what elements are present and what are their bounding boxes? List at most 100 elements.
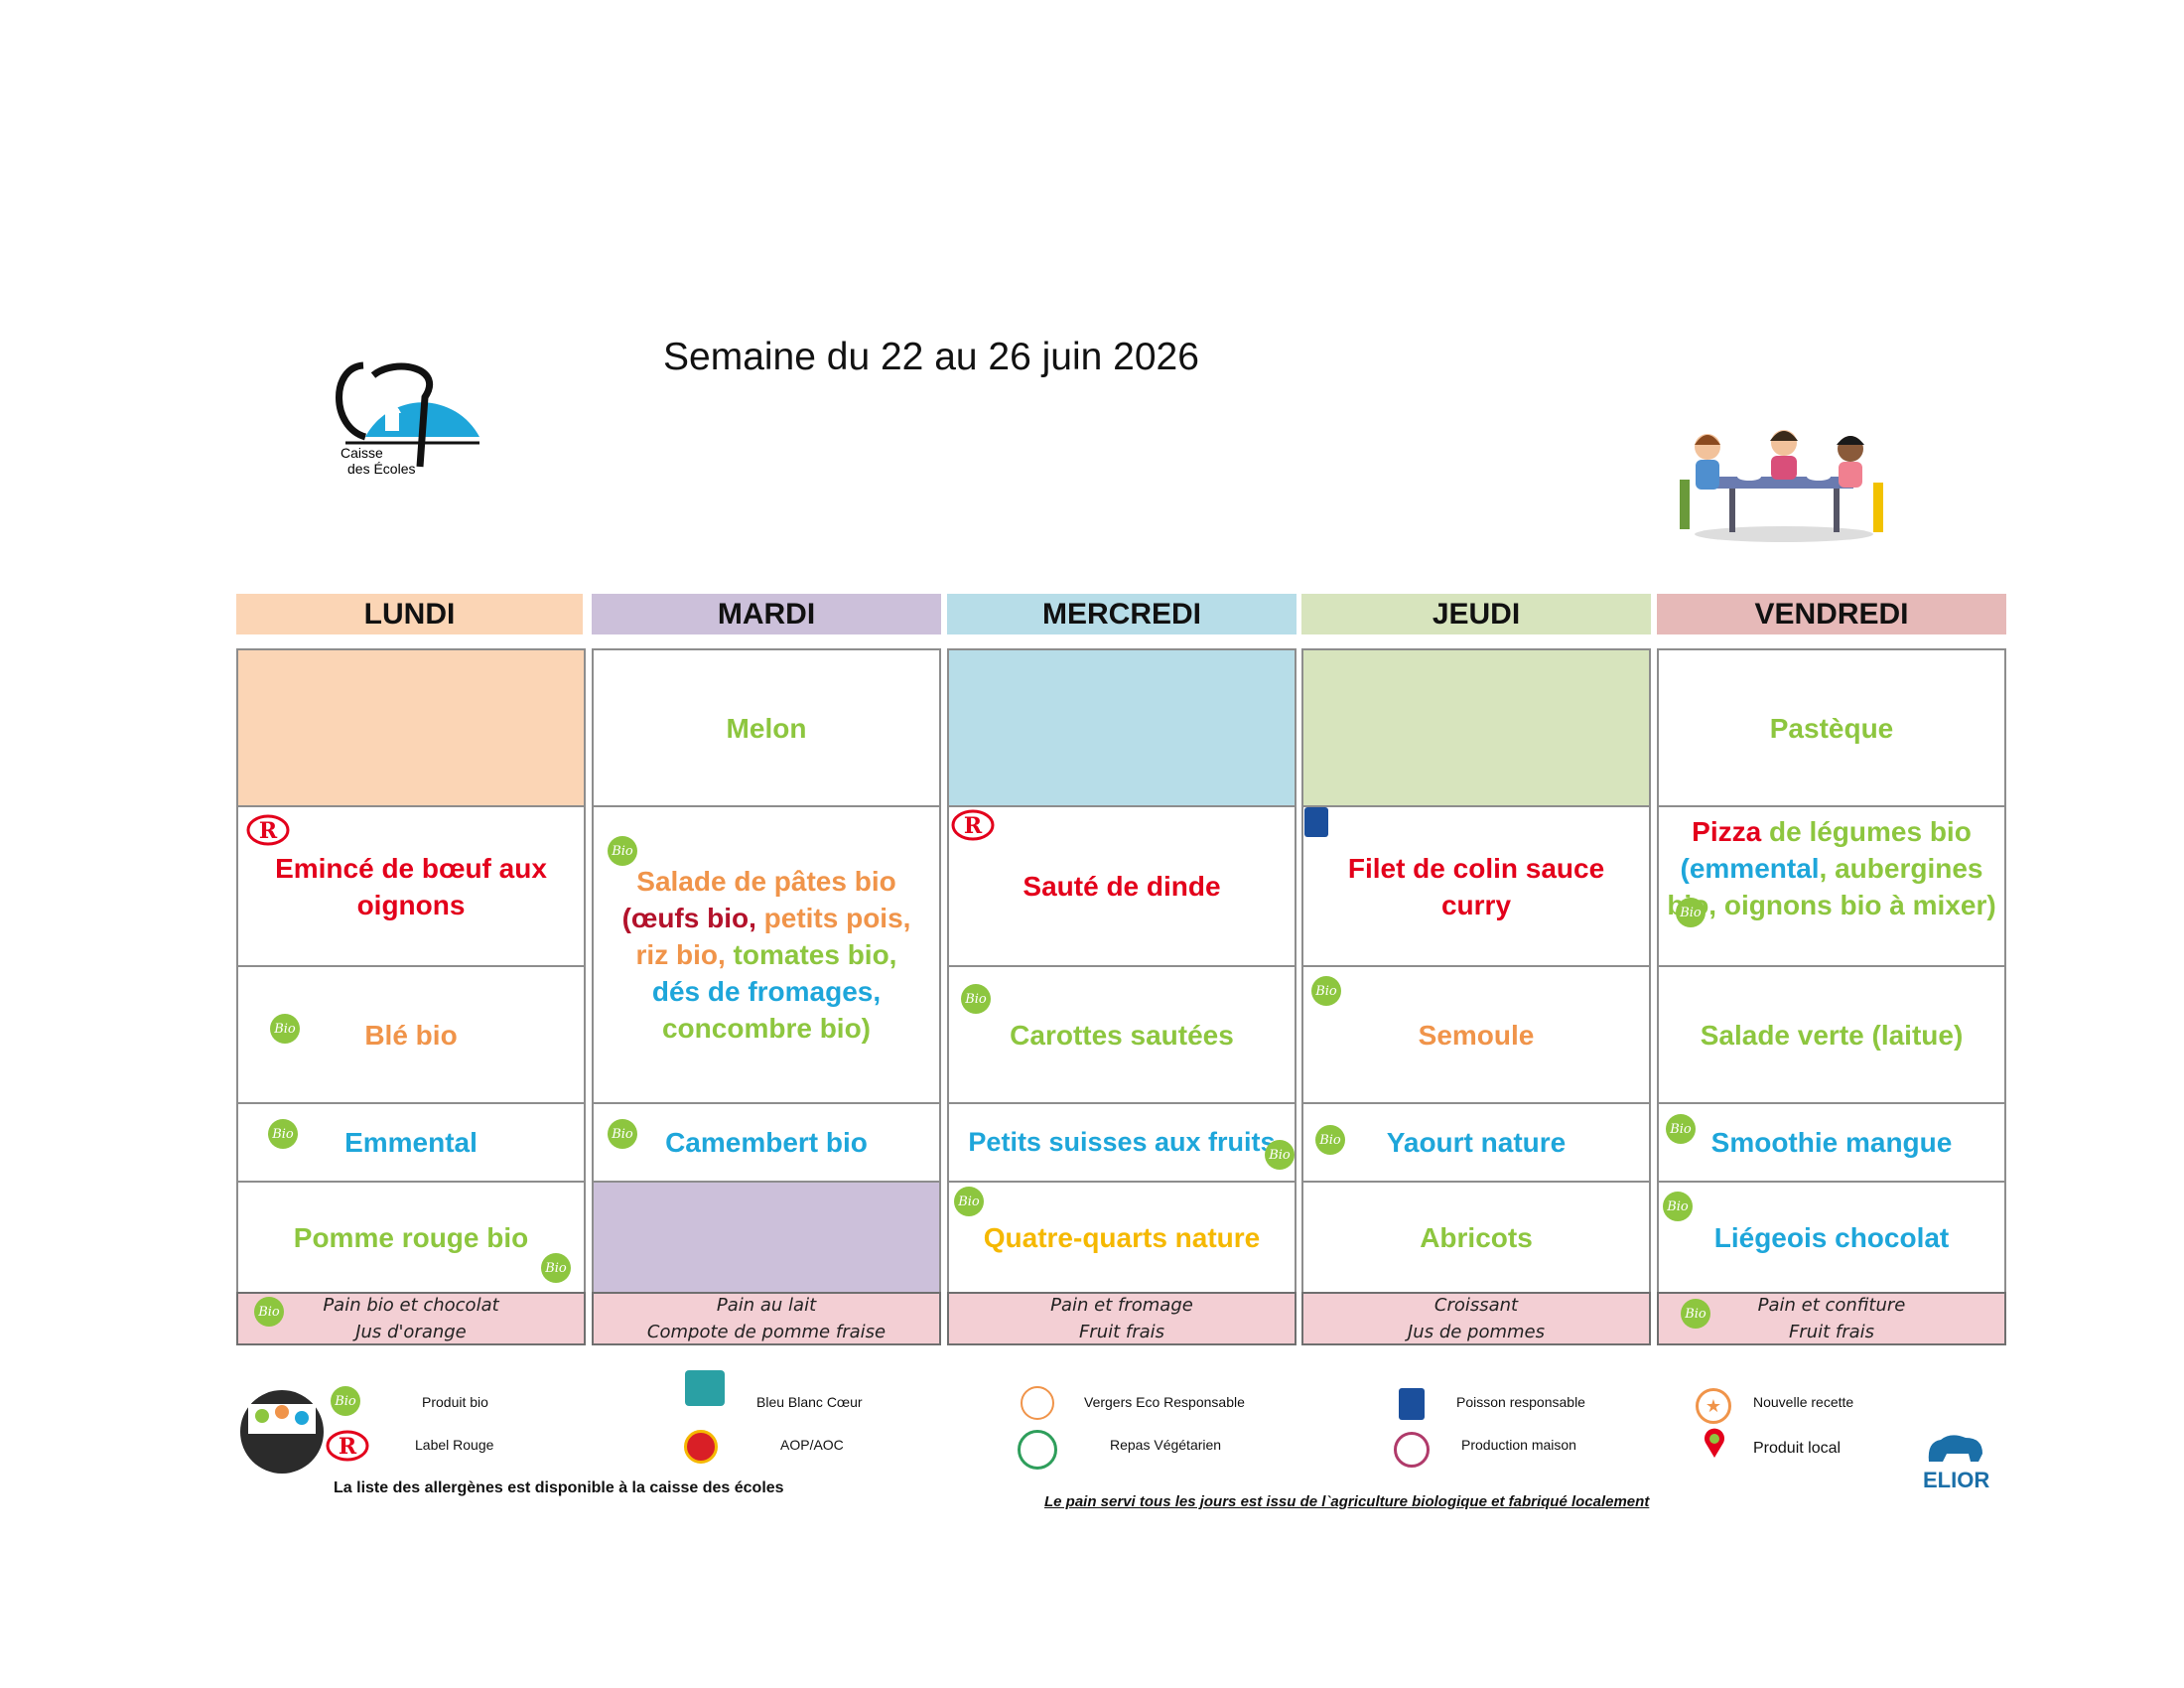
legend-aop-label: AOP/AOC [780,1437,844,1453]
caisse-des-ecoles-logo: Caisse des Écoles [326,357,484,477]
poisson-responsable-icon [1399,1388,1425,1420]
vendredi-main-part-d: , aubergines bio, oignons bio à mixer) [1667,853,1996,920]
vendredi-dessert-text: Liégeois chocolat [1713,1221,1950,1253]
lundi-snack-line1: Pain bio et chocolat [323,1295,499,1316]
vendredi-dairy-text: Smoothie mangue [1710,1127,1953,1158]
mardi-main: Salade de pâtes bio (œufs bio, petits po… [592,805,941,1104]
jeudi-dairy-text: Yaourt nature [1386,1127,1567,1158]
lundi-starter-empty [236,648,586,807]
mercredi-side-text: Carottes sautées [1010,1019,1234,1051]
mercredi-snack-line1: Pain et fromage [1050,1295,1193,1316]
jeudi-snack-line1: Croissant [1433,1295,1519,1316]
label-rouge-icon: R [246,814,290,846]
svg-text:R: R [964,813,983,839]
mardi-snack-line2: Compote de pomme fraise [646,1322,887,1342]
day-header-mardi: MARDI [592,594,941,634]
logo-line2: des Écoles [347,461,416,477]
mardi-dessert-empty [592,1181,941,1294]
jeudi-main-text: Filet de colin sauce curry [1347,852,1605,920]
mercredi-dairy-text: Petits suisses aux fruits [968,1127,1276,1157]
mardi-main-part-a: Salade de pâtes bio [636,866,896,897]
mardi-main-part-f: dés de fromages, [651,976,882,1007]
poisson-responsable-icon [1304,807,1328,837]
vendredi-starter: Pastèque [1657,648,2006,807]
vendredi-dairy: Smoothie mangue [1657,1102,2006,1183]
vendredi-snack-line1: Pain et confiture [1757,1295,1906,1316]
lundi-dessert: Pomme rouge bio [236,1181,586,1294]
nouvelle-recette-icon: ★ [1696,1388,1731,1424]
bio-icon: Bio [961,984,991,1014]
mercredi-dessert-text: Quatre-quarts nature [983,1221,1261,1253]
elior-text: ELIOR [1923,1468,1990,1492]
bio-icon: Bio [1311,976,1341,1006]
vendredi-snack: Pain et confiture Fruit frais [1657,1292,2006,1345]
production-maison-icon [1394,1432,1430,1468]
vendredi-snack-line2: Fruit frais [1788,1322,1875,1342]
mardi-starter-text: Melon [726,712,807,744]
bio-icon: Bio [270,1014,300,1044]
vendredi-main-part-c: (emmental [1680,853,1820,884]
bio-icon: Bio [1676,898,1706,927]
legend-bbc-label: Bleu Blanc Cœur [756,1394,863,1410]
legend-bio-label: Produit bio [422,1394,488,1410]
jeudi-dessert-text: Abricots [1420,1221,1533,1253]
mardi-snack: Pain au lait Compote de pomme fraise [592,1292,941,1345]
jeudi-starter-empty [1301,648,1651,807]
bleu-blanc-coeur-icon [685,1370,725,1406]
bio-icon: Bio [331,1386,360,1416]
du-pain-plein-la-assiette-logo [240,1390,324,1474]
mercredi-main: Sauté de dinde [947,805,1297,967]
vendredi-side: Salade verte (laitue) [1657,965,2006,1104]
bio-icon: Bio [608,1119,637,1149]
bio-icon: Bio [254,1297,284,1327]
lundi-dairy-text: Emmental [344,1127,478,1158]
jeudi-side-text: Semoule [1418,1019,1535,1051]
vege-icon [1018,1430,1057,1470]
logo-line1: Caisse [341,445,383,461]
bio-icon: Bio [608,836,637,866]
aop-icon [684,1430,718,1464]
bio-icon: Bio [541,1253,571,1283]
produit-local-icon [1703,1428,1726,1458]
elior-logo: ELIOR [1921,1432,1990,1495]
mercredi-snack-line2: Fruit frais [1078,1322,1165,1342]
vendredi-main-part-a: Pizza [1692,816,1762,847]
children-eating-illustration [1670,425,1898,544]
mardi-dairy: Camembert bio [592,1102,941,1183]
vendredi-main-part-b: de légumes bio [1768,816,1972,847]
lundi-dessert-text: Pomme rouge bio [293,1221,529,1253]
jeudi-snack: Croissant Jus de pommes [1301,1292,1651,1345]
lundi-snack: Pain bio et chocolat Jus d'orange [236,1292,586,1345]
allergenes-note: La liste des allergènes est disponible à… [334,1479,784,1496]
legend-label-rouge-label: Label Rouge [415,1437,494,1453]
mardi-snack-line1: Pain au lait [716,1295,817,1316]
day-header-mercredi: MERCREDI [947,594,1297,634]
mardi-main-part-b: (œufs bio, [621,903,756,933]
jeudi-dessert: Abricots [1301,1181,1651,1294]
mercredi-dessert: Quatre-quarts nature [947,1181,1297,1294]
legend-vege-label: Repas Végétarien [1110,1437,1222,1453]
legend-nouvelle-label: Nouvelle recette [1753,1394,1854,1410]
vergers-eco-icon [1021,1386,1054,1420]
mercredi-main-text: Sauté de dinde [1023,871,1221,902]
pain-note: Le pain servi tous les jours est issu de… [1044,1493,1650,1510]
lundi-snack-line2: Jus d'orange [355,1322,467,1342]
jeudi-snack-line2: Jus de pommes [1408,1322,1545,1342]
mardi-main-part-e: tomates bio, [733,939,897,970]
bio-icon: Bio [1315,1125,1345,1155]
mardi-main-part-g: concombre bio) [661,1013,871,1044]
legend-maison-label: Production maison [1461,1437,1576,1453]
bio-icon: Bio [1265,1140,1295,1170]
legend-local-label: Produit local [1753,1440,1842,1457]
vendredi-dessert: Liégeois chocolat [1657,1181,2006,1294]
day-header-jeudi: JEUDI [1301,594,1651,634]
bio-icon: Bio [1663,1192,1693,1221]
svg-text:R: R [339,1434,357,1460]
vendredi-starter-text: Pastèque [1769,712,1894,744]
mardi-main-part-c: petits pois, [763,903,911,933]
lundi-side-text: Blé bio [364,1019,458,1051]
mercredi-starter-empty [947,648,1297,807]
jeudi-main: Filet de colin sauce curry [1301,805,1651,967]
bio-icon: Bio [1681,1299,1710,1329]
svg-text:R: R [259,818,278,844]
